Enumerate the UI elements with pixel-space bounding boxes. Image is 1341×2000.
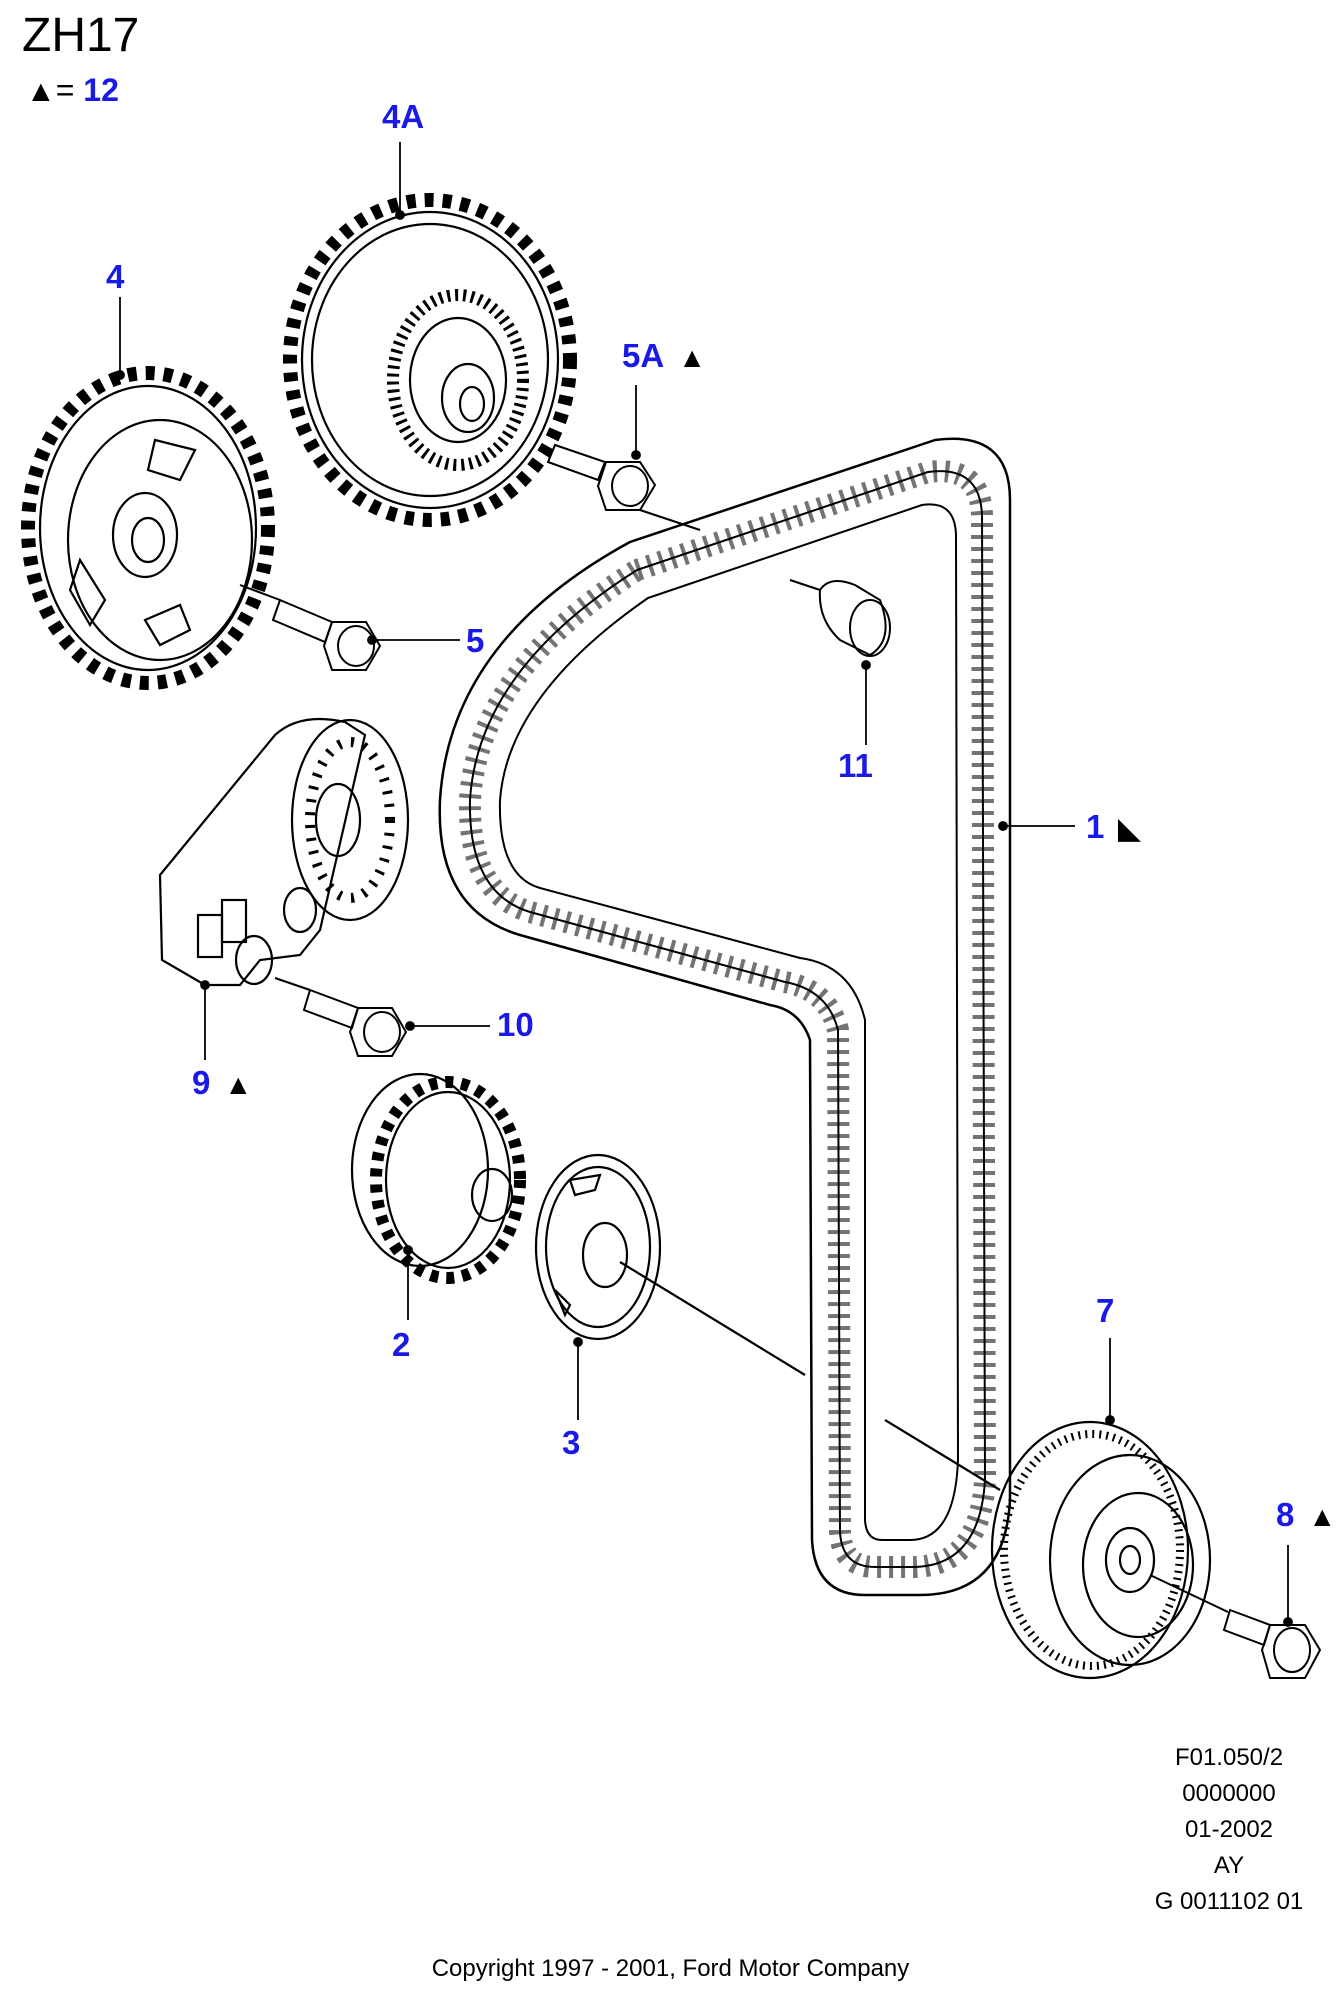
callout-5[interactable]: 5 [466, 622, 485, 659]
callout-11[interactable]: 11 [838, 747, 873, 784]
bolt-5 [239, 584, 382, 671]
callout-10[interactable]: 10 [497, 1006, 534, 1043]
copyright: Copyright 1997 - 2001, Ford Motor Compan… [431, 1955, 910, 1982]
triangle-icon: ◣ [1118, 813, 1140, 844]
bolt-10 [274, 977, 408, 1057]
callout-3[interactable]: 3 [562, 1424, 581, 1461]
tensioner-9 [158, 717, 410, 987]
camshaft-sprocket-4a [283, 193, 577, 527]
info-line: F01.050/2 [1174, 1744, 1284, 1771]
bolt-8 [1149, 1574, 1322, 1679]
leader-lines [115, 142, 1293, 1627]
idler-pulley-7 [884, 1419, 1212, 1680]
callout-8[interactable]: 8▲ [1276, 1496, 1337, 1533]
triangle-icon: ▲ [224, 1069, 253, 1100]
callout-4a[interactable]: 4A [382, 98, 425, 135]
info-line: 0000000 [1182, 1780, 1276, 1807]
callout-1[interactable]: 1◣ [1086, 808, 1140, 845]
legend-equals: = [55, 72, 75, 108]
triangle-icon: ▲ [26, 75, 56, 108]
triangle-icon: ▲ [678, 342, 706, 373]
info-line: 01-2002 [1184, 1816, 1274, 1843]
idler-spacer-11 [789, 579, 891, 657]
camshaft-sprocket-4 [21, 366, 275, 690]
flange-washer-3 [534, 1153, 806, 1376]
crankshaft-sprocket-2 [350, 1072, 526, 1284]
callout-7[interactable]: 7 [1096, 1292, 1115, 1329]
callout-4[interactable]: 4 [106, 258, 125, 295]
drawing-info-block: F01.050/2 0000000 01-2002 AY G 0011102 0… [1129, 1740, 1329, 1920]
info-line: AY [1213, 1852, 1245, 1879]
info-line: G 0011102 01 [1154, 1888, 1304, 1915]
diagram-code: ZH17 [22, 9, 140, 62]
callout-9[interactable]: 9▲ [192, 1064, 253, 1101]
legend-value: 12 [83, 72, 119, 108]
callout-5a[interactable]: 5A▲ [622, 337, 706, 374]
bolt-5a [546, 443, 701, 531]
triangle-icon: ▲ [1308, 1501, 1337, 1532]
callout-2[interactable]: 2 [392, 1326, 411, 1363]
legend: ▲= 12 [26, 72, 119, 109]
